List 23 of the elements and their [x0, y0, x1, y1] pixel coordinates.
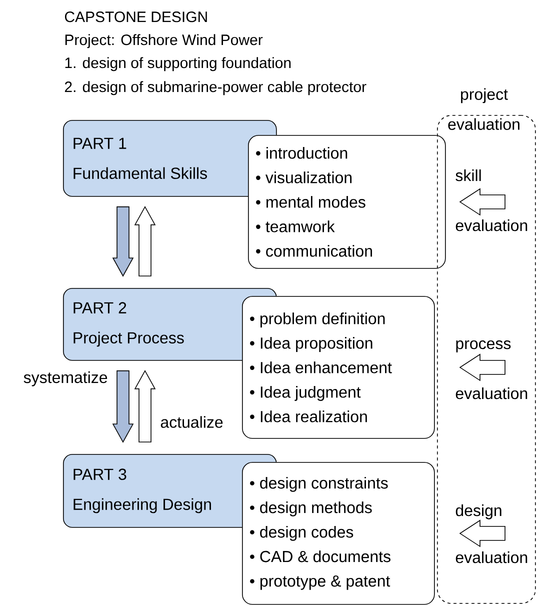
list-box: • design constraints • design methods • design codes • CAD & documents • prototype & patent: [242, 462, 435, 605]
list-box: • problem definition • Idea proposition • Idea enhancement • Idea judgment • Idea realization: [242, 296, 435, 439]
block-arrow: [459, 354, 506, 382]
evaluation-label: evaluation: [456, 387, 528, 400]
edge-label: systematize: [22, 370, 109, 388]
block-arrow: [112, 370, 134, 443]
block-arrow: [459, 520, 506, 548]
block-arrow: [459, 188, 506, 216]
evaluation-label: design: [456, 504, 502, 520]
frame-heading: project evaluation: [448, 88, 520, 130]
block-arrow: [134, 370, 156, 442]
header-line: Project: Offshore Wind Power: [65, 34, 263, 48]
evaluation-label: evaluation: [456, 551, 528, 564]
list-box: • introduction • visualization • mental modes • teamwork • communication: [248, 135, 446, 269]
edge-label: actualize: [159, 415, 224, 429]
evaluation-label: evaluation: [456, 219, 528, 232]
evaluation-label: skill: [456, 169, 481, 182]
block-arrow: [112, 206, 134, 277]
heading: CAPSTONE DESIGN: [64, 12, 207, 22]
block-arrow: [134, 206, 156, 276]
evaluation-label: process: [456, 340, 511, 352]
header-line: 2. design of submarine-power cable protector: [64, 81, 366, 96]
header-line: 1. design of supporting foundation: [65, 57, 291, 72]
